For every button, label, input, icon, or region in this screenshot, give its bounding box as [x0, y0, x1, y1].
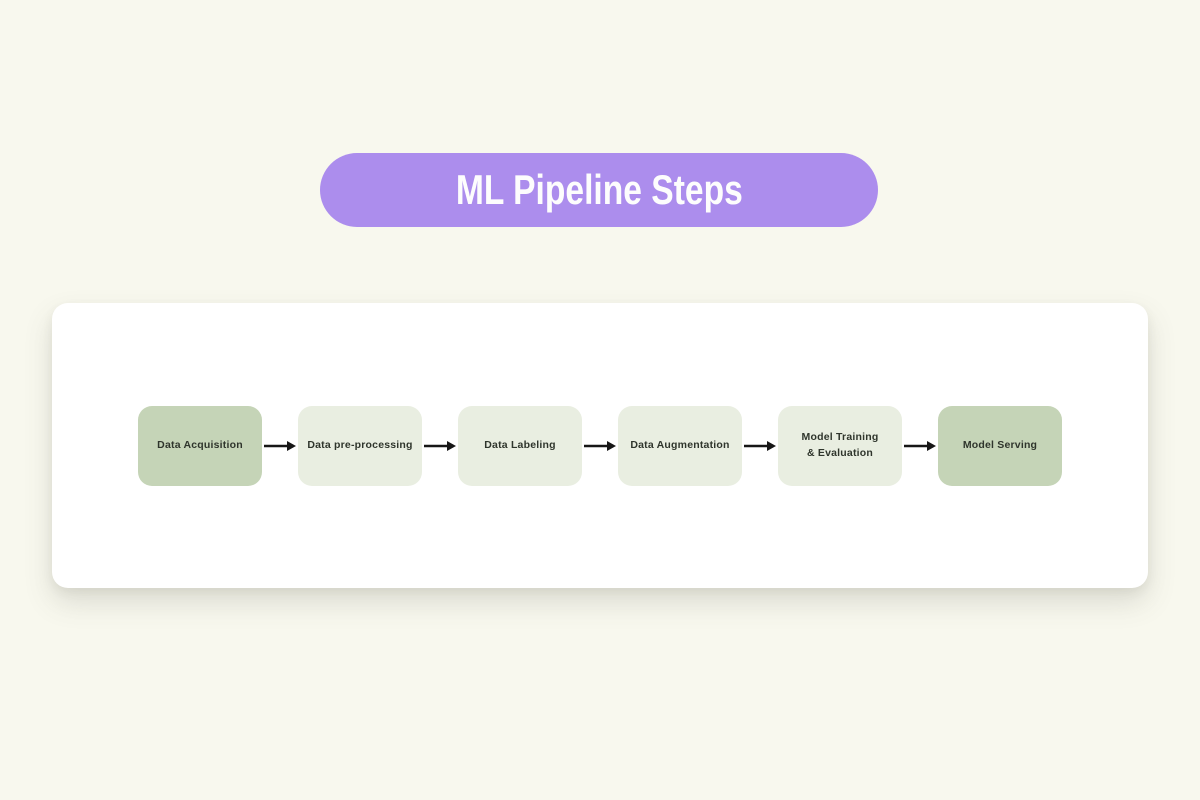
arrow-right-icon — [584, 440, 616, 451]
pipeline-step-label: Model Training & Evaluation — [801, 431, 879, 459]
pipeline-step: Model Serving — [938, 405, 1062, 486]
pipeline-step: Data Acquisition — [138, 405, 262, 486]
pipeline-step: Data pre-processing — [298, 405, 422, 486]
title-pill: ML Pipeline Steps — [320, 153, 878, 227]
pipeline-step: Model Training & Evaluation — [778, 405, 902, 486]
pipeline-step-label: Data Augmentation — [630, 438, 730, 451]
pipeline-step-label: Data Acquisition — [157, 438, 243, 451]
arrow-right-icon — [424, 440, 456, 451]
pipeline-step-label: Data pre-processing — [307, 438, 413, 451]
diagram-card: Data Acquisition Data pre-processing Dat… — [52, 303, 1148, 588]
pipeline-step-label: Model Serving — [962, 438, 1038, 451]
arrow-right-icon — [744, 440, 776, 451]
arrow-right-icon — [264, 440, 296, 451]
arrow-right-icon — [904, 440, 936, 451]
pipeline-step: Data Augmentation — [618, 405, 742, 486]
page-title: ML Pipeline Steps — [455, 166, 743, 213]
pipeline-step-label: Data Labeling — [484, 438, 556, 451]
pipeline-row: Data Acquisition Data pre-processing Dat… — [138, 405, 1062, 486]
pipeline-step: Data Labeling — [458, 405, 582, 486]
